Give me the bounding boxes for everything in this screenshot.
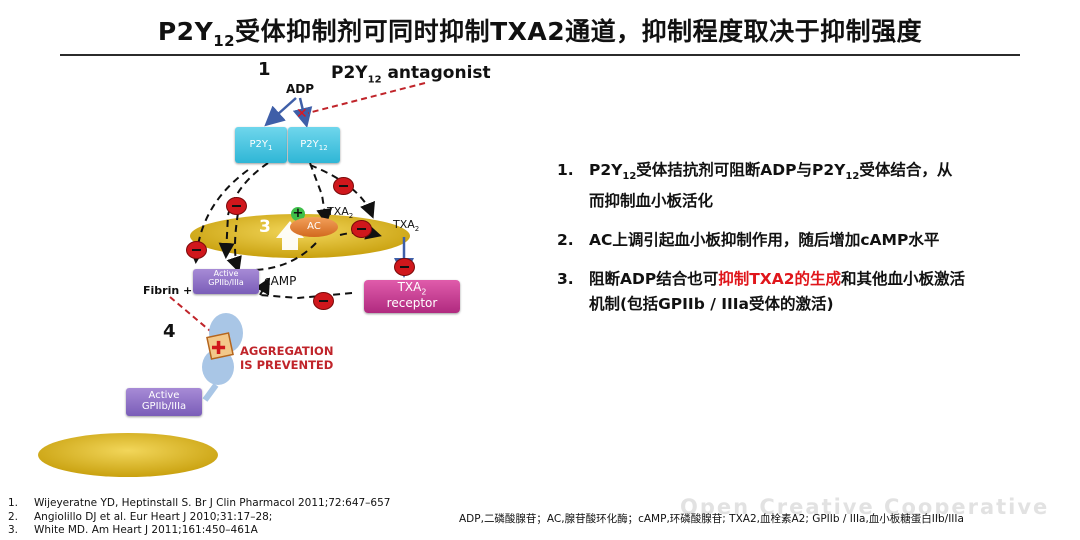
reference-item: 3.White MD. Am Heart J 2011;161:450–461A xyxy=(8,524,258,536)
inhibition-icon xyxy=(333,177,354,195)
highlight-text: 抑制TXA2的生成 xyxy=(718,270,842,289)
inhibition-icon xyxy=(351,220,372,238)
key-point-3: 3. 阻断ADP结合也可抑制TXA2的生成和其他血小板激活机制(包括GPIIb … xyxy=(557,270,966,314)
p2y12-receptor: P2Y12 xyxy=(288,127,340,163)
txa2-inner-label: TXA2 xyxy=(327,205,354,221)
watermark: Open Creative Cooperative xyxy=(680,495,1050,519)
step-3-label: 3 xyxy=(259,217,271,237)
inhibition-icon xyxy=(394,258,415,276)
p2y1-receptor: P2Y1 xyxy=(235,127,287,163)
antagonist-label: P2Y12 antagonist xyxy=(331,63,491,86)
adp-label: ADP xyxy=(286,82,315,96)
reference-item: 2.Angiolillo DJ et al. Eur Heart J 2010;… xyxy=(8,510,273,523)
reference-item: 1.Wijeyeratne YD, Heptinstall S. Br J Cl… xyxy=(8,497,391,509)
title-divider xyxy=(60,54,1020,56)
svg-text:✚: ✚ xyxy=(211,338,226,359)
step-4-label: 4 xyxy=(163,321,176,342)
slide-title: P2Y12受体抑制剂可同时抑制TXA2通道，抑制程度取决于抑制强度 xyxy=(157,17,923,50)
antagonist-line xyxy=(307,82,426,114)
upregulation-arrow xyxy=(276,221,304,250)
key-points-list: 1. P2Y12受体拮抗剂可阻断ADP与P2Y12受体结合，从而抑制血小板活化 … xyxy=(557,158,967,331)
fibrin-label: Fibrin + xyxy=(143,284,193,297)
inhibition-icon xyxy=(313,292,334,310)
camp-label: cAMP xyxy=(264,274,297,288)
abbreviations-note: ADP,二磷酸腺苷；AC,腺苷酸环化酶；cAMP,环磷酸腺苷; TXA2,血栓素… xyxy=(459,513,964,525)
platelet-disk-lower xyxy=(38,433,218,477)
txa2-receptor: TXA2 receptor xyxy=(364,280,460,313)
txa2-outer-label: TXA2 xyxy=(393,218,420,234)
mechanism-diagram: ✕ ✚ xyxy=(0,55,560,495)
step-1-label: 1 xyxy=(258,59,271,80)
svg-text:✕: ✕ xyxy=(296,106,308,122)
inhibition-icon xyxy=(226,197,247,215)
references: 1.Wijeyeratne YD, Heptinstall S. Br J Cl… xyxy=(8,497,390,538)
gp-receptor-lower xyxy=(202,349,234,385)
inhibition-icon xyxy=(186,241,207,259)
ac-enzyme: AC xyxy=(290,217,338,237)
key-point-2: 2. AC上调引起血小板抑制作用，随后增加cAMP水平 xyxy=(557,231,940,250)
key-point-1: 1. P2Y12受体拮抗剂可阻断ADP与P2Y12受体结合，从而抑制血小板活化 xyxy=(557,161,953,211)
blocked-binding-icon: ✚ xyxy=(206,332,234,360)
